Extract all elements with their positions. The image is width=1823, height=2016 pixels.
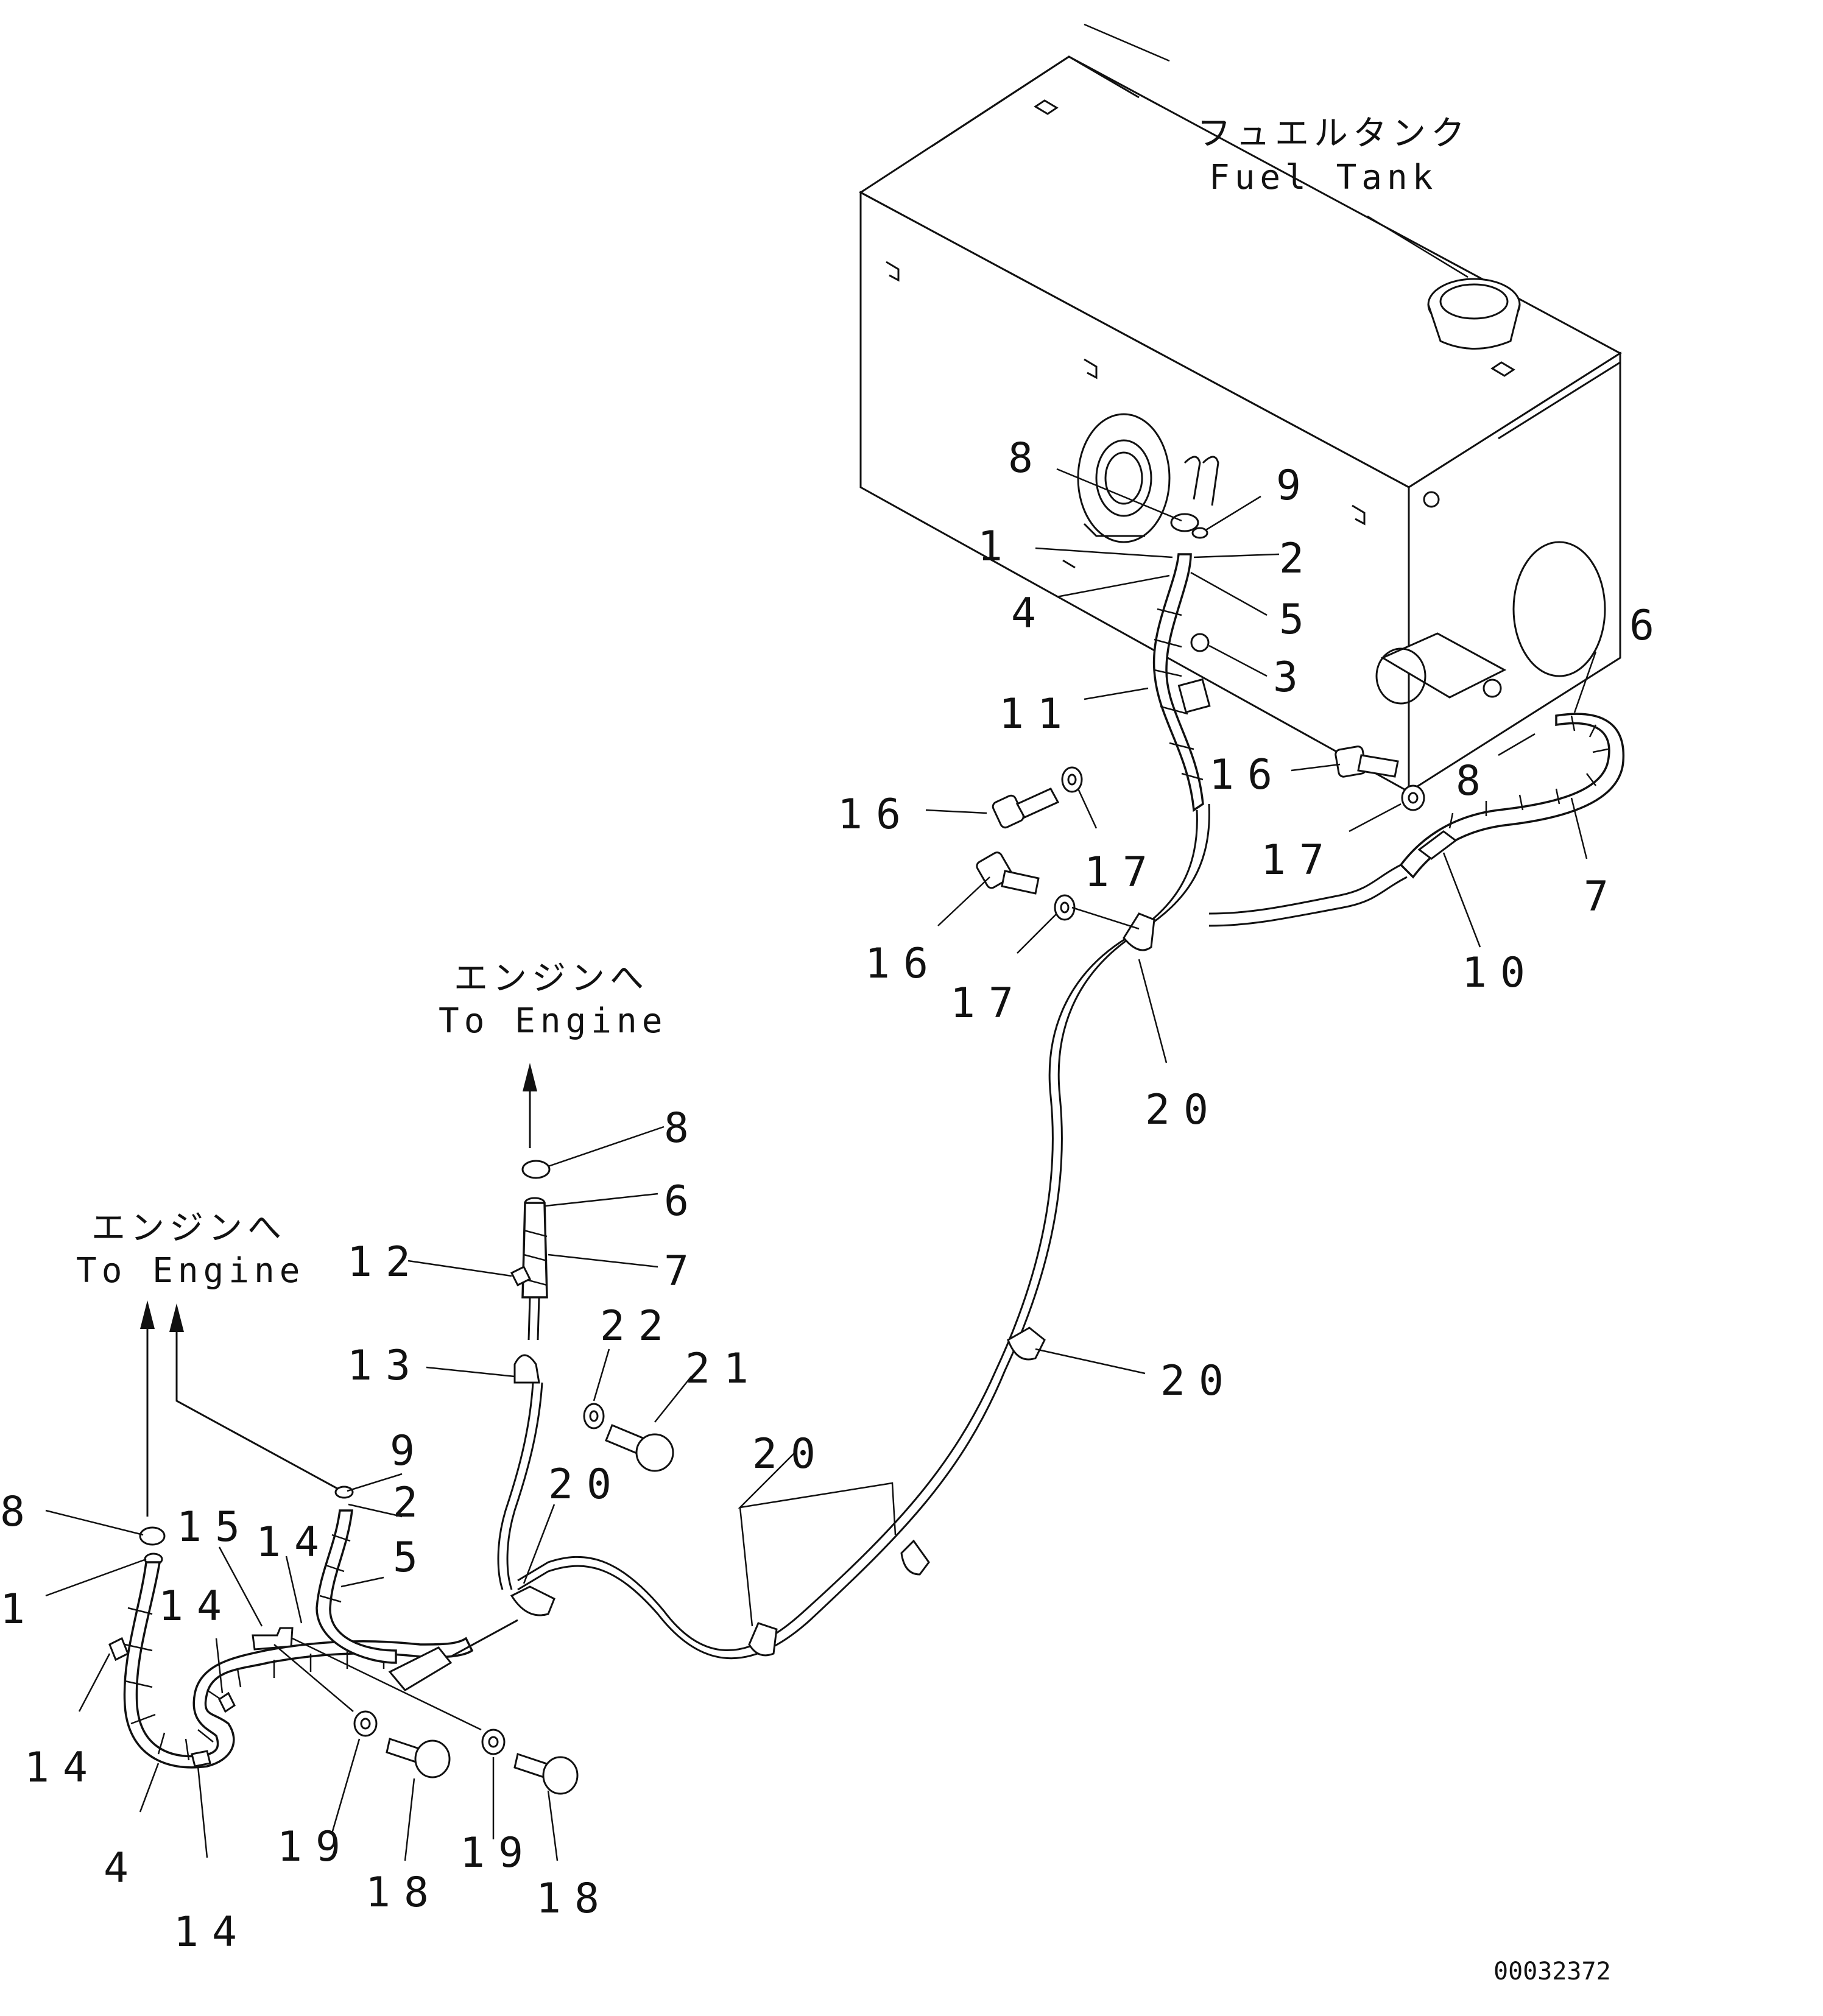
callout-label: 5 <box>1279 596 1317 644</box>
callout-label: 20 <box>1160 1357 1237 1405</box>
callout-label: 14 <box>256 1518 333 1567</box>
sender-flange-icon <box>1077 413 1219 543</box>
callout-label: 17 <box>1261 836 1338 884</box>
to-engine-en-upper: To Engine <box>439 1001 667 1041</box>
callout-label: 17 <box>1084 848 1161 897</box>
callout-label: 4 <box>104 1844 142 1892</box>
callout-label: 19 <box>277 1823 354 1871</box>
callout-label: 18 <box>365 1869 442 1917</box>
callout-label: 10 <box>1462 949 1539 997</box>
leader-lines <box>45 23 1597 1861</box>
callout-label: 20 <box>752 1430 829 1478</box>
callout-label: 1 <box>0 1585 38 1634</box>
main-hose-20 <box>517 803 1210 1660</box>
callout-label: 7 <box>664 1247 702 1295</box>
callout-label: 1 <box>978 523 1016 571</box>
to-engine-en-lower: To Engine <box>76 1251 305 1291</box>
callout-label: 14 <box>24 1744 101 1792</box>
callout-label: 13 <box>347 1342 424 1390</box>
callout-label: 20 <box>548 1461 625 1509</box>
callout-label: 19 <box>460 1829 537 1877</box>
tank-bolts <box>976 745 1425 921</box>
drain-valve-icon <box>1375 541 1606 705</box>
callout-label: 7 <box>1584 873 1622 921</box>
callout-label: 17 <box>950 979 1027 1027</box>
hose-4-upper <box>1152 553 1211 812</box>
callout-label: 2 <box>393 1479 431 1527</box>
callout-label: 18 <box>536 1875 613 1923</box>
callout-label: 2 <box>1279 535 1317 583</box>
clamps-20 <box>510 912 1155 1657</box>
callout-label: 16 <box>1209 751 1286 799</box>
supply-line-to-engine <box>497 1160 674 1590</box>
callout-label: 8 <box>0 1488 38 1536</box>
callout-label: 14 <box>174 1908 250 1956</box>
to-engine-ja-lower: エンジンへ <box>91 1208 286 1248</box>
callout-label: 22 <box>600 1302 677 1350</box>
callout-label: 14 <box>158 1582 235 1630</box>
arrows-to-engine <box>140 1063 537 1517</box>
filler-cap-icon <box>1427 278 1521 350</box>
fuel-tank-title-ja: フュエルタンク <box>1197 114 1470 153</box>
callout-label: 20 <box>1145 1086 1222 1134</box>
callout-label: 6 <box>1629 602 1668 650</box>
callout-label: 6 <box>664 1177 702 1225</box>
to-engine-ja-upper: エンジンへ <box>454 959 649 998</box>
callout-label: 15 <box>177 1503 253 1551</box>
callout-label: 4 <box>1011 590 1049 638</box>
fuel-tank-title-en: Fuel Tank <box>1209 158 1437 197</box>
callout-label: 8 <box>664 1104 702 1152</box>
callout-label: 11 <box>999 690 1076 738</box>
callout-label: 3 <box>1273 654 1311 702</box>
callout-label: 9 <box>1276 462 1314 510</box>
callout-label: 16 <box>865 940 942 988</box>
callout-label: 8 <box>1456 757 1494 805</box>
callout-label: 16 <box>837 791 914 839</box>
callouts: 8 9 1 2 4 5 3 11 6 16 17 16 17 8 16 17 7… <box>0 434 1668 1956</box>
titles: フュエルタンク Fuel Tank エンジンへ To Engine エンジンへ … <box>76 114 1611 1986</box>
reference-number: 00032372 <box>1493 1958 1611 1986</box>
callout-label: 9 <box>390 1427 428 1475</box>
callout-label: 5 <box>393 1534 431 1582</box>
callout-label: 21 <box>685 1345 762 1393</box>
hose-7-return <box>1208 713 1624 927</box>
callout-label: 12 <box>347 1238 424 1286</box>
fuel-tank <box>859 55 1622 794</box>
lower-left-hoses <box>108 1486 579 1795</box>
callout-label: 8 <box>1008 434 1046 482</box>
